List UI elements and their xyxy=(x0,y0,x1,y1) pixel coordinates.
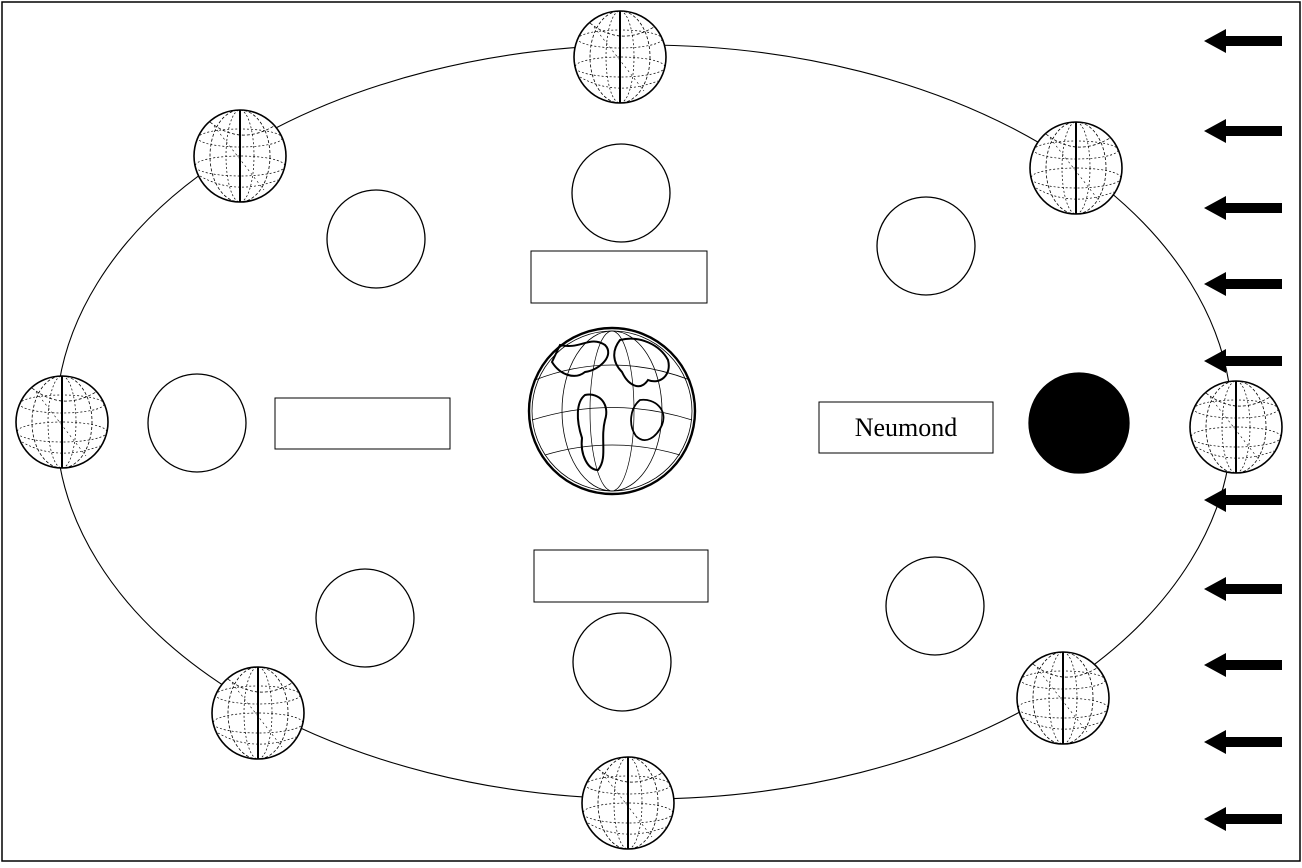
phase-circle-top-right[interactable] xyxy=(877,197,975,295)
moon-globe-icon xyxy=(574,11,666,103)
arrow-left-icon xyxy=(1204,577,1282,601)
phase-circle-top[interactable] xyxy=(572,144,670,242)
arrow-left-icon xyxy=(1204,807,1282,831)
label-right-text: Neumond xyxy=(855,413,958,442)
moon-globe-icon xyxy=(16,376,108,468)
phase-circle-left[interactable] xyxy=(148,374,246,472)
arrow-left-icon xyxy=(1204,196,1282,220)
phase-circle-bottom-left[interactable] xyxy=(316,569,414,667)
arrow-left-icon xyxy=(1204,119,1282,143)
phase-circle-bottom[interactable] xyxy=(573,613,671,711)
arrow-left-icon xyxy=(1204,488,1282,512)
moon-globe-icon xyxy=(1017,652,1109,744)
earth-globe-icon xyxy=(529,328,695,494)
moon-globe-icon xyxy=(194,110,286,202)
new-moon-circle xyxy=(1029,373,1129,473)
phase-circle-bottom-right[interactable] xyxy=(886,557,984,655)
arrow-left-icon xyxy=(1204,730,1282,754)
arrow-left-icon xyxy=(1204,272,1282,296)
arrow-left-icon xyxy=(1204,349,1282,373)
label-box-bottom[interactable] xyxy=(534,550,708,602)
phase-circle-top-left[interactable] xyxy=(327,190,425,288)
label-box-right[interactable]: Neumond xyxy=(819,402,993,453)
moon-globe-icon xyxy=(212,667,304,759)
label-box-left[interactable] xyxy=(275,398,450,449)
moon-globe-icon xyxy=(582,757,674,849)
arrow-left-icon xyxy=(1204,29,1282,53)
moon-globe-icon xyxy=(1030,122,1122,214)
moon-globe-icon xyxy=(1190,381,1282,473)
arrow-left-icon xyxy=(1204,653,1282,677)
label-box-top[interactable] xyxy=(531,251,707,303)
